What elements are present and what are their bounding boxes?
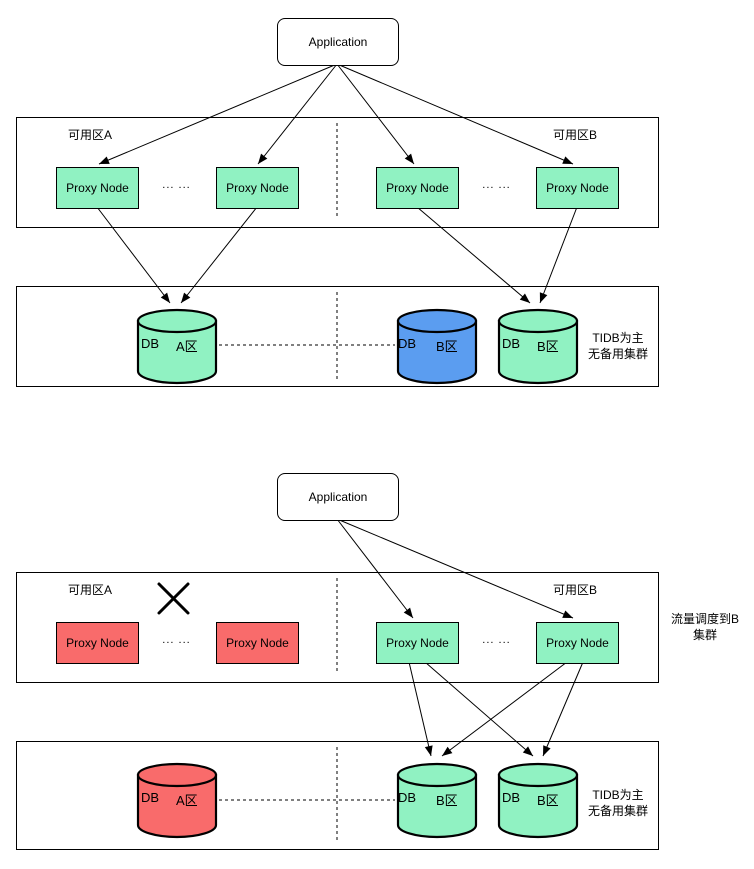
bottom-app-to-proxy-arrows: [337, 519, 573, 618]
database-cylinder-icon: [396, 308, 478, 386]
note-line: 无备用集群: [587, 347, 648, 361]
bottom-zone-a-label: 可用区A: [68, 583, 113, 597]
application-label: Application: [308, 490, 368, 504]
top-zone-a-label: 可用区A: [68, 128, 113, 142]
bottom-cluster-note: TIDB为主 无备用集群: [578, 787, 658, 819]
db-label: DB: [398, 790, 417, 805]
arrow: [409, 662, 433, 756]
proxy-node-label: Proxy Node: [66, 181, 129, 195]
db-zone-label: B区: [436, 339, 458, 354]
bottom-zone-b-label: 可用区B: [553, 583, 598, 597]
arrow: [181, 207, 257, 303]
bottom-zone-b-proxy-node-1[interactable]: Proxy Node: [376, 622, 459, 664]
db-zone-label: A区: [176, 793, 198, 808]
top-db-cylinder-zone-a[interactable]: DB A区: [136, 308, 218, 386]
db-zone-label: B区: [436, 793, 458, 808]
arrow: [258, 64, 337, 164]
top-db-cylinder-zone-b[interactable]: DB B区: [497, 308, 579, 386]
x-stroke: [159, 584, 188, 613]
bottom-zone-b-proxy-node-2[interactable]: Proxy Node: [536, 622, 619, 664]
db-zone-label: B区: [537, 793, 559, 808]
arrow: [417, 207, 530, 303]
bottom-zone-a-proxy-node-1[interactable]: Proxy Node: [56, 622, 139, 664]
top-zone-a-proxy-node-1[interactable]: Proxy Node: [56, 167, 139, 209]
bottom-zone-a-proxy-node-2[interactable]: Proxy Node: [216, 622, 299, 664]
proxy-node-label: Proxy Node: [386, 181, 449, 195]
arrow: [337, 64, 414, 164]
db-label: DB: [502, 790, 521, 805]
top-dashed-lines: [219, 123, 395, 380]
ellipsis-more-proxies: ... ...: [162, 634, 191, 646]
db-label: DB: [141, 790, 160, 805]
arrow: [97, 207, 170, 303]
note-line: TIDB为主: [592, 788, 644, 802]
arrow: [99, 64, 337, 164]
db-label: DB: [141, 336, 160, 351]
proxy-node-label: Proxy Node: [226, 181, 289, 195]
database-cylinder-icon: [396, 762, 478, 840]
top-application-node[interactable]: Application: [277, 18, 399, 66]
note-line: 集群: [692, 628, 717, 642]
database-cylinder-icon: [136, 308, 218, 386]
arrow: [540, 207, 577, 303]
db-zone-label: B区: [537, 339, 559, 354]
bottom-dashed-lines: [219, 578, 395, 842]
top-zone-b-proxy-node-1[interactable]: Proxy Node: [376, 167, 459, 209]
bottom-db-cylinder-zone-a-failed[interactable]: DB A区: [136, 762, 218, 840]
ellipsis-more-proxies: ... ...: [482, 179, 511, 191]
ellipsis-more-proxies: ... ...: [162, 179, 191, 191]
proxy-node-label: Proxy Node: [546, 636, 609, 650]
ellipsis-more-proxies: ... ...: [482, 634, 511, 646]
arrow: [337, 64, 573, 164]
arrow: [337, 519, 573, 618]
top-zone-b-proxy-node-2[interactable]: Proxy Node: [536, 167, 619, 209]
top-proxy-to-db-arrows: [97, 207, 577, 303]
bottom-db-cylinder-zone-b-1[interactable]: DB B区: [396, 762, 478, 840]
proxy-node-label: Proxy Node: [386, 636, 449, 650]
bottom-db-cylinder-zone-b-2[interactable]: DB B区: [497, 762, 579, 840]
note-line: TIDB为主: [592, 331, 644, 345]
top-zone-b-label: 可用区B: [553, 128, 598, 142]
proxy-node-label: Proxy Node: [66, 636, 129, 650]
note-line: 流量调度到B: [670, 612, 739, 626]
note-line: 无备用集群: [587, 804, 648, 818]
db-label: DB: [502, 336, 521, 351]
db-zone-label: A区: [176, 339, 198, 354]
arrow: [337, 519, 413, 618]
arrow: [425, 662, 533, 756]
top-cluster-note: TIDB为主 无备用集群: [578, 330, 658, 362]
bottom-application-node[interactable]: Application: [277, 473, 399, 521]
database-cylinder-icon: [497, 308, 579, 386]
proxy-node-label: Proxy Node: [546, 181, 609, 195]
database-cylinder-icon: [497, 762, 579, 840]
top-zone-a-proxy-node-2[interactable]: Proxy Node: [216, 167, 299, 209]
top-db-cylinder-zone-b-primary[interactable]: DB B区: [396, 308, 478, 386]
traffic-reroute-note: 流量调度到B 集群: [656, 611, 754, 643]
top-app-to-proxy-arrows: [99, 64, 573, 164]
application-label: Application: [308, 35, 368, 49]
database-cylinder-icon: [136, 762, 218, 840]
bottom-proxy-to-db-arrows: [409, 662, 583, 756]
arrow: [543, 662, 583, 756]
zone-a-failure-x-icon: [159, 584, 188, 613]
db-label: DB: [398, 336, 417, 351]
proxy-node-label: Proxy Node: [226, 636, 289, 650]
arrow: [442, 662, 567, 756]
